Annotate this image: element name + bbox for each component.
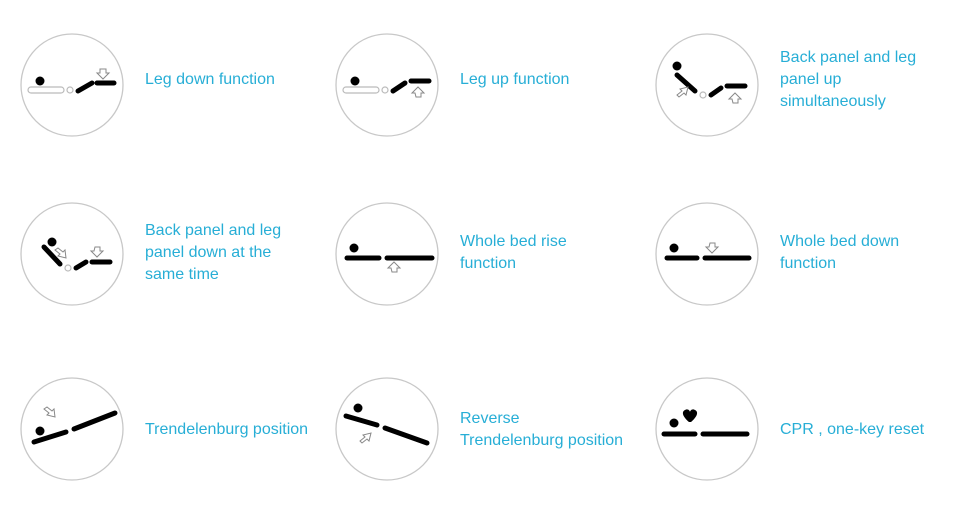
function-label-line: function (780, 255, 837, 272)
function-item-whole-bed-rise: Whole bed rise function (335, 202, 635, 312)
function-label: Trendelenburg position (145, 419, 320, 441)
function-label: Whole bed rise function (460, 231, 635, 275)
cpr-reset-icon (655, 377, 759, 481)
function-label: Whole bed down function (780, 231, 953, 275)
function-item-cpr-reset: CPR , one-key reset (655, 377, 953, 487)
function-label-line: Leg down function (145, 71, 275, 88)
function-label-line: Whole bed down (780, 233, 900, 250)
function-label-line: Leg up function (460, 71, 570, 88)
trendelenburg-icon (20, 377, 124, 481)
back-and-leg-up-icon (655, 33, 759, 137)
function-item-reverse-trendelenburg: Reverse Trendelenburg position (335, 377, 635, 487)
leg-down-icon (20, 33, 124, 137)
function-label-line: Whole bed rise (460, 233, 567, 250)
reverse-trendelenburg-icon (335, 377, 439, 481)
whole-bed-down-icon (655, 202, 759, 306)
function-label-line: panel up (780, 71, 842, 88)
function-label: CPR , one-key reset (780, 419, 953, 441)
function-label-line: Trendelenburg position (460, 432, 624, 449)
function-label: Reverse Trendelenburg position (460, 408, 635, 452)
function-label: Back panel and leg panel down at the sam… (145, 220, 320, 286)
function-label-line: simultaneously (780, 93, 886, 110)
function-item-back-leg-down: Back panel and leg panel down at the sam… (20, 202, 320, 312)
function-label: Back panel and leg panel up simultaneous… (780, 47, 953, 113)
function-item-leg-down: Leg down function (20, 33, 320, 143)
heart-icon (682, 409, 698, 422)
function-label-line: same time (145, 266, 219, 283)
function-label-line: panel down at the (145, 244, 272, 261)
function-label-line: Trendelenburg position (145, 421, 309, 438)
function-label-line: Back panel and leg (145, 222, 282, 239)
function-item-leg-up: Leg up function (335, 33, 635, 143)
function-label-line: function (460, 255, 517, 272)
function-label-line: Reverse (460, 410, 520, 427)
back-and-leg-down-icon (20, 202, 124, 306)
function-item-back-leg-up: Back panel and leg panel up simultaneous… (655, 33, 953, 143)
function-label-line: Back panel and leg (780, 49, 917, 66)
whole-bed-rise-icon (335, 202, 439, 306)
function-label: Leg up function (460, 69, 635, 91)
function-label-line: CPR , one-key reset (780, 421, 925, 438)
function-label: Leg down function (145, 69, 320, 91)
leg-up-icon (335, 33, 439, 137)
function-item-whole-bed-down: Whole bed down function (655, 202, 953, 312)
function-item-trendelenburg: Trendelenburg position (20, 377, 320, 487)
